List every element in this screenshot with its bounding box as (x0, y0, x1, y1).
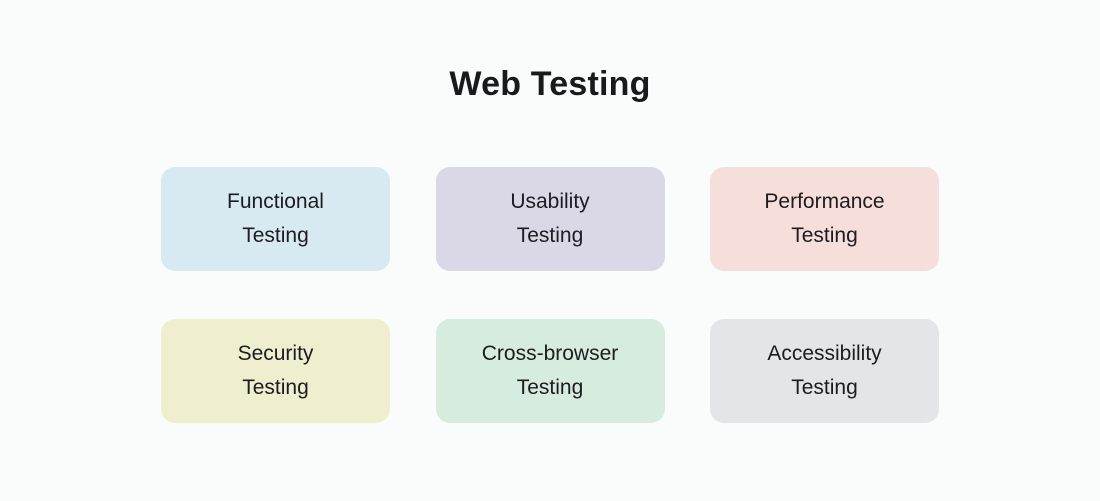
card-functional-testing: Functional Testing (161, 166, 390, 271)
card-cross-browser-testing: Cross-browser Testing (435, 318, 665, 423)
card-grid: Functional Testing Usability Testing Per… (161, 166, 939, 423)
card-performance-testing: Performance Testing (710, 166, 939, 271)
card-accessibility-testing: Accessibility Testing (710, 318, 939, 423)
page-title: Web Testing (449, 65, 651, 103)
card-usability-testing: Usability Testing (435, 166, 665, 271)
card-security-testing: Security Testing (161, 318, 390, 423)
